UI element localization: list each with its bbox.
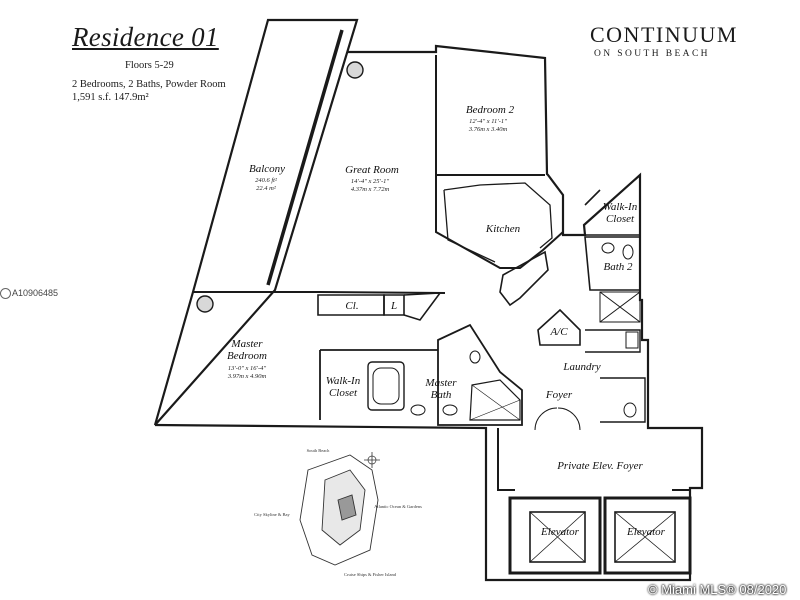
elevator-left-car [529, 511, 586, 563]
kitchen-walls [435, 175, 564, 269]
master-bedroom-line2: Bedroom [227, 350, 267, 362]
keyplan-right: Atlantic Ocean & Gardens [374, 504, 422, 509]
bath2-name: Bath 2 [603, 261, 633, 273]
walkin-right-line2: Closet [606, 213, 635, 225]
area-label: 1,591 s.f. 147.9m² [72, 92, 149, 103]
bath2-shower [599, 291, 641, 323]
cl-label: Cl. [345, 300, 358, 312]
private-foyer-label: Private Elev. Foyer [556, 460, 643, 472]
l-label: L [390, 300, 397, 312]
elevator-right-label: Elevator [626, 526, 666, 538]
balcony-name: Balcony [249, 163, 285, 175]
shower [469, 379, 521, 421]
entry-angle [403, 292, 442, 321]
balcony-outline [153, 18, 359, 426]
elevator-right-shaft [603, 496, 692, 575]
compass-icon [367, 455, 377, 465]
balcony-dim2: 22.4 m² [256, 185, 277, 192]
bath2-toilet [622, 244, 634, 260]
great-room-dim2: 4.37m x 7.72m [351, 186, 390, 193]
floors-label: Floors 5-29 [125, 60, 174, 71]
watermark-text: A10906485 [12, 288, 59, 298]
bathtub [367, 361, 405, 411]
balcony-dim1: 240.6 ft² [255, 177, 278, 184]
key-plan [299, 452, 380, 566]
bedroom2-dim2: 3.76m x 3.40m [468, 126, 508, 133]
powder-room [600, 377, 646, 423]
bath2-walls [584, 236, 641, 291]
watermark-logo-icon [0, 288, 11, 300]
master-bath-line2: Bath [431, 389, 452, 401]
column-top [346, 61, 364, 79]
kitchen-counter [443, 182, 553, 263]
walkin-left-line2: Closet [329, 387, 358, 399]
master-north-wall [193, 291, 446, 294]
bath2-sink [601, 242, 615, 254]
elevator-left-label: Elevator [540, 526, 580, 538]
laundry-label: Laundry [562, 361, 600, 373]
tub-inner [372, 367, 400, 405]
bedroom2-dim1: 12'-4" x 11'-1" [469, 118, 507, 125]
foyer-label: Foyer [545, 389, 573, 401]
master-sink-2 [442, 404, 458, 416]
washer [625, 331, 639, 349]
master-bedroom-dim2: 3.97m x 4.90m [227, 373, 267, 380]
bedroom2-name: Bedroom 2 [466, 104, 515, 116]
master-bath-walls [319, 323, 523, 426]
elevator-right-car [614, 511, 676, 563]
ac-label: A/C [549, 326, 568, 338]
private-foyer-wall [497, 428, 690, 491]
master-bath-line1: Master [424, 377, 457, 389]
listing-watermark: A10906485 [0, 288, 59, 300]
master-bedroom-dim1: 13'-0" x 16'-4" [228, 365, 266, 372]
elevator-left-shaft [508, 496, 602, 575]
bedrooms-label: 2 Bedrooms, 2 Baths, Powder Room [72, 79, 226, 90]
mls-credit: © Miami MLS® 08/2020 [648, 582, 787, 597]
master-sink-1 [410, 404, 426, 416]
walkin-right [584, 189, 640, 236]
unit-info: 2 Bedrooms, 2 Baths, Powder Room 1,591 s… [72, 78, 226, 104]
great-room-name: Great Room [345, 164, 399, 176]
elevator-left-x [529, 511, 586, 563]
brand-subtitle: ON SOUTH BEACH [594, 49, 710, 59]
foyer-doors [534, 407, 581, 431]
keyplan-left: City Skyline & Bay [254, 512, 290, 517]
great-room-dim1: 14'-4" x 25'-1" [351, 178, 389, 185]
laundry-walls [585, 329, 641, 353]
kitchen-peninsula [499, 250, 549, 307]
ac-closet [537, 308, 581, 346]
plan-title: Residence 01 [72, 22, 219, 52]
brand-name: CONTINUUM [590, 22, 738, 47]
powder-toilet [623, 402, 637, 418]
column-left [196, 295, 214, 313]
keyplan-bottom: Cruise Ships & Fisher Island [344, 572, 397, 577]
kitchen-name: Kitchen [485, 223, 521, 235]
walkin-left-line1: Walk-In [326, 375, 361, 387]
elevator-right-x [614, 511, 676, 563]
balcony-rail [266, 29, 344, 286]
walkin-right-line1: Walk-In [603, 201, 638, 213]
master-bedroom-line1: Master [230, 338, 263, 350]
shower-x [469, 384, 521, 421]
keyplan-top: South Beach [307, 448, 331, 453]
master-toilet [469, 350, 481, 364]
